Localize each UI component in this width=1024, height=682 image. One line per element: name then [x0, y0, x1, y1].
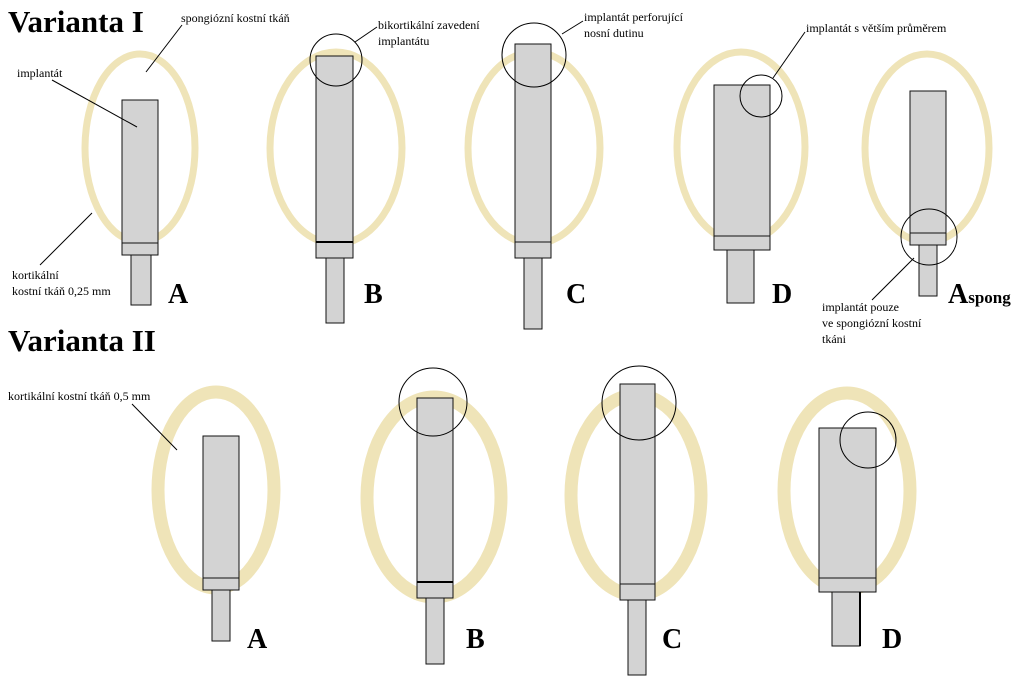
- v2-d-figure: [777, 386, 917, 647]
- implant-abutment: [211, 589, 231, 642]
- label-perforating-line2: nosní dutinu: [584, 26, 644, 40]
- implant-collar: [713, 235, 771, 251]
- v1-b-figure: [266, 33, 406, 324]
- leader-line: [145, 24, 183, 73]
- label-bicortical-line1: bikortikální zavedení: [378, 18, 480, 32]
- implant-body: [416, 397, 454, 583]
- highlight-circle: [309, 33, 363, 87]
- label-cortical-05: kortikální kostní tkáň 0,5 mm: [8, 389, 151, 403]
- implant-abutment: [425, 597, 445, 665]
- leader-line: [354, 26, 378, 43]
- implant-collar: [202, 577, 240, 591]
- label-spongiosa: spongiózní kostní tkáň: [181, 11, 290, 25]
- v1-d-figure: [673, 48, 809, 304]
- v1-label-c: C: [566, 279, 586, 310]
- highlight-circle: [839, 411, 897, 469]
- implant-abutment: [130, 254, 152, 306]
- implant-collar: [121, 242, 159, 256]
- leader-line: [51, 79, 138, 128]
- label-perforating-line1: implantát perforující: [584, 10, 684, 24]
- implant-collar: [818, 577, 877, 593]
- implant-body: [713, 84, 771, 237]
- v1-a-figure: [81, 50, 199, 306]
- implant-collar: [315, 241, 354, 259]
- implant-collar: [619, 583, 656, 601]
- implant-body: [818, 427, 877, 579]
- implant-abutment: [523, 257, 543, 330]
- highlight-circle: [739, 74, 783, 118]
- heading-varianta-2: Varianta II: [8, 323, 156, 358]
- leader-line: [871, 257, 915, 301]
- v2-b-figure: [360, 367, 508, 665]
- implant-body: [514, 43, 552, 243]
- heading-varianta-1: Varianta I: [8, 4, 144, 39]
- highlight-circle: [398, 367, 468, 437]
- implant-abutment: [831, 591, 861, 647]
- implant-abutment: [726, 249, 755, 304]
- highlight-circle: [501, 22, 567, 88]
- v1-c-figure: [464, 22, 604, 330]
- leader-line: [131, 403, 178, 451]
- label-spong-only-line1: implantát pouze: [822, 300, 899, 314]
- v2-label-c: C: [662, 624, 682, 655]
- label-implant: implantát: [17, 66, 63, 80]
- leader-line: [772, 31, 806, 79]
- implant-collar: [514, 241, 552, 259]
- v1-label-a: A: [168, 279, 189, 310]
- label-cortical-025-line2: kostní tkáň 0,25 mm: [12, 284, 111, 298]
- implant-collar: [909, 232, 947, 246]
- implant-abutment: [627, 599, 647, 676]
- leader-line: [561, 20, 584, 35]
- implant-body: [619, 383, 656, 585]
- highlight-circle: [601, 365, 677, 441]
- v1-aspong-figure: [861, 50, 993, 297]
- highlight-circle: [900, 208, 958, 266]
- label-bicortical-line2: implantátu: [378, 34, 429, 48]
- v1-label-aspong: Aspong: [948, 279, 1011, 310]
- implant-abutment: [918, 244, 938, 297]
- implant-collar: [416, 581, 454, 599]
- implant-abutment: [325, 257, 345, 324]
- v2-c-figure: [564, 365, 708, 676]
- implant-body: [202, 435, 240, 579]
- v2-label-b: B: [466, 624, 485, 655]
- v2-label-d: D: [882, 624, 902, 655]
- v2-label-a: A: [247, 624, 268, 655]
- v2-a-figure: [151, 385, 281, 642]
- label-cortical-025-line1: kortikální: [12, 268, 59, 282]
- v1-label-d: D: [772, 279, 792, 310]
- label-spong-only-line3: tkáni: [822, 332, 847, 346]
- implant-body: [315, 55, 354, 243]
- label-spong-only-line2: ve spongiózní kostní: [822, 316, 922, 330]
- leader-line: [39, 212, 93, 266]
- label-larger-diameter: implantát s větším průměrem: [806, 21, 947, 35]
- v1-label-b: B: [364, 279, 383, 310]
